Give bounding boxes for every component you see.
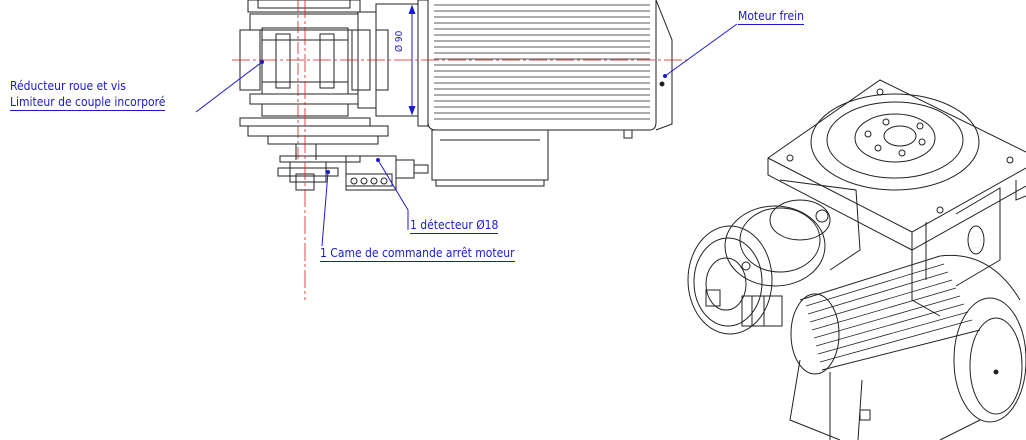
reducer-isometric-view bbox=[687, 199, 831, 335]
reducer-front-view bbox=[239, 0, 429, 191]
motor-isometric-view bbox=[789, 254, 1026, 440]
label-detector: 1 détecteur Ø18 bbox=[410, 218, 499, 234]
label-brake-motor: Moteur frein bbox=[738, 9, 804, 25]
centerlines bbox=[232, 0, 690, 300]
motor-housing-front bbox=[417, 0, 673, 187]
leader-lines bbox=[195, 23, 738, 247]
label-reducer-line2: Limiteur de couple incorporé bbox=[10, 95, 166, 111]
indexer-isometric-view bbox=[767, 79, 1026, 317]
label-diameter: Ø 90 bbox=[394, 30, 405, 52]
diameter-dimension bbox=[408, 4, 416, 116]
label-cam: 1 Came de commande arrêt moteur bbox=[320, 246, 515, 262]
label-reducer-line1: Réducteur roue et vis bbox=[10, 79, 126, 93]
